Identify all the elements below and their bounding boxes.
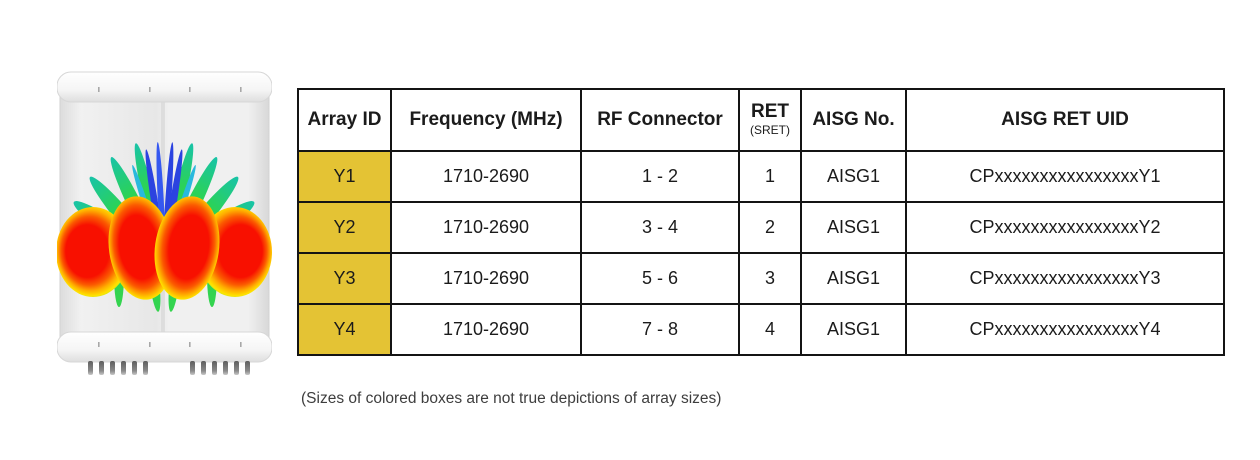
- table-row: Y3 1710-2690 5 - 6 3 AISG1 CPxxxxxxxxxxx…: [297, 252, 1225, 305]
- cell-aisg-ret-uid: CPxxxxxxxxxxxxxxxxY2: [905, 201, 1225, 254]
- cell-ret: 1: [738, 150, 802, 203]
- cell-aisg-no: AISG1: [800, 252, 907, 305]
- table-row: Y2 1710-2690 3 - 4 2 AISG1 CPxxxxxxxxxxx…: [297, 201, 1225, 254]
- col-header-ret-main: RET: [751, 101, 789, 123]
- cell-frequency: 1710-2690: [390, 303, 582, 356]
- cell-frequency: 1710-2690: [390, 201, 582, 254]
- col-header-array-id: Array ID: [297, 88, 392, 152]
- cell-aisg-ret-uid: CPxxxxxxxxxxxxxxxxY4: [905, 303, 1225, 356]
- cell-ret: 4: [738, 303, 802, 356]
- col-header-aisg-ret-uid: AISG RET UID: [905, 88, 1225, 152]
- col-header-ret: RET (SRET): [738, 88, 802, 152]
- array-size-note: (Sizes of colored boxes are not true dep…: [301, 390, 722, 407]
- array-spec-table: Array ID Frequency (MHz) RF Connector RE…: [297, 88, 1225, 356]
- cell-aisg-no: AISG1: [800, 150, 907, 203]
- cell-frequency: 1710-2690: [390, 252, 582, 305]
- cell-aisg-no: AISG1: [800, 303, 907, 356]
- col-header-frequency: Frequency (MHz): [390, 88, 582, 152]
- cell-array-id: Y1: [297, 150, 392, 203]
- cell-array-id: Y2: [297, 201, 392, 254]
- cell-rf-connector: 5 - 6: [580, 252, 740, 305]
- cell-rf-connector: 1 - 2: [580, 150, 740, 203]
- antenna-image: [57, 70, 272, 385]
- cell-aisg-ret-uid: CPxxxxxxxxxxxxxxxxY3: [905, 252, 1225, 305]
- antenna-radome-radiation-pattern-icon: [57, 71, 272, 375]
- radiation-pattern: [57, 142, 272, 312]
- antenna-connector-pins: [88, 361, 250, 375]
- col-header-ret-sub: (SRET): [750, 123, 790, 138]
- cell-aisg-ret-uid: CPxxxxxxxxxxxxxxxxY1: [905, 150, 1225, 203]
- cell-ret: 3: [738, 252, 802, 305]
- cell-aisg-no: AISG1: [800, 201, 907, 254]
- cell-rf-connector: 7 - 8: [580, 303, 740, 356]
- table-row: Y4 1710-2690 7 - 8 4 AISG1 CPxxxxxxxxxxx…: [297, 303, 1225, 356]
- table-row: Y1 1710-2690 1 - 2 1 AISG1 CPxxxxxxxxxxx…: [297, 150, 1225, 203]
- cell-ret: 2: [738, 201, 802, 254]
- cell-array-id: Y3: [297, 252, 392, 305]
- cell-array-id: Y4: [297, 303, 392, 356]
- cell-rf-connector: 3 - 4: [580, 201, 740, 254]
- header-row: Array ID Frequency (MHz) RF Connector RE…: [297, 88, 1225, 152]
- cell-frequency: 1710-2690: [390, 150, 582, 203]
- col-header-rf-connector: RF Connector: [580, 88, 740, 152]
- col-header-aisg-no: AISG No.: [800, 88, 907, 152]
